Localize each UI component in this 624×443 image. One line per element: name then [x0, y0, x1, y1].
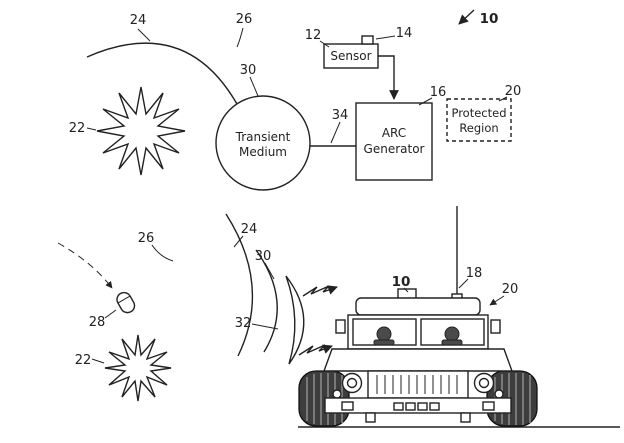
- ref-label-20-bottom: 20: [502, 282, 519, 297]
- arc-generator-box: [355, 102, 433, 181]
- top-figure: 24 26 22 Transient Medium 30 Sensor 12 1…: [69, 9, 522, 191]
- ref-label-10-bottom: 10: [392, 274, 411, 290]
- transient-medium-circle: [215, 95, 311, 191]
- leader-10-bottom: [403, 287, 409, 293]
- ref-label-28: 28: [89, 315, 106, 330]
- grille: [367, 370, 469, 399]
- ref-label-22-bottom: 22: [75, 353, 92, 368]
- ref-label-34: 34: [332, 108, 349, 123]
- leader-22-bottom: [91, 358, 105, 364]
- ref-label-26-top: 26: [236, 12, 253, 27]
- ref-label-16: 16: [430, 85, 447, 100]
- lightning-bolt-lower: [298, 344, 333, 356]
- leader-16: [418, 97, 433, 106]
- protected-region-box: [446, 98, 512, 142]
- sensor-tab: [361, 35, 374, 45]
- leader-26-bottom: [151, 244, 174, 262]
- ref-label-30-bottom: 30: [255, 249, 272, 264]
- turn-signal-left: [332, 389, 342, 399]
- ref-label-10-top: 10: [480, 11, 499, 27]
- leader-30-top: [249, 76, 259, 97]
- grille-slats: [376, 375, 458, 394]
- ref-label-18: 18: [466, 266, 483, 281]
- ref-label-22-top: 22: [69, 121, 86, 136]
- ref-label-14: 14: [396, 26, 413, 41]
- sensor-to-generator-connector: [378, 55, 399, 100]
- leader-18: [458, 278, 469, 289]
- sensor-label: Sensor: [330, 49, 371, 63]
- occupant-left-shoulders: [373, 339, 395, 346]
- figure-10-arrow-top: [458, 9, 475, 25]
- occupant-right-head: [444, 326, 460, 342]
- bottom-figure: 26 24 30 32 28 22: [57, 206, 620, 428]
- bumper-details: [341, 401, 495, 423]
- leader-32: [251, 323, 279, 330]
- leader-34: [330, 121, 341, 144]
- protected-region-label-1: Protected: [451, 106, 506, 120]
- ref-label-26-bottom: 26: [138, 231, 155, 246]
- ref-label-24-bottom: 24: [241, 222, 258, 237]
- ref-label-30-top: 30: [240, 63, 257, 78]
- leader-24-bottom: [233, 235, 244, 248]
- leader-30-bottom: [264, 262, 275, 280]
- ref-label-20-top: 20: [505, 84, 522, 99]
- mirror-left: [335, 319, 346, 334]
- sensor-box: [323, 43, 379, 69]
- leader-14: [375, 35, 396, 40]
- mirror-right: [490, 319, 501, 334]
- leader-12: [319, 40, 330, 48]
- transient-medium-crescent-32: [285, 275, 305, 365]
- leader-28: [104, 309, 117, 319]
- explosion-starburst-bottom: [104, 334, 172, 402]
- leader-20-top: [498, 96, 508, 102]
- arc-generator-label-1: ARC: [382, 126, 406, 140]
- leader-22-top: [86, 127, 97, 131]
- transient-medium-label-2: Medium: [239, 145, 287, 159]
- arc-curve-24-bottom: [225, 213, 254, 357]
- leader-26-top: [236, 27, 244, 48]
- transient-medium-label-1: Transient: [235, 130, 291, 144]
- lightning-bolt-upper: [302, 285, 338, 297]
- hood: [323, 348, 513, 372]
- projectile-trajectory-dashed: [57, 242, 113, 289]
- arc-curve-30-bottom: [255, 249, 278, 353]
- roof: [355, 297, 481, 316]
- occupant-left-head: [376, 326, 392, 342]
- occupant-right-shoulders: [441, 339, 463, 346]
- leader-24-top: [137, 28, 151, 42]
- ref-label-32: 32: [235, 316, 252, 331]
- protected-region-label-2: Region: [459, 121, 498, 135]
- ref-label-24-top: 24: [130, 13, 147, 28]
- turn-signal-right: [494, 389, 504, 399]
- ref-label-12: 12: [305, 28, 322, 43]
- arc-curve-24-top: [86, 42, 238, 105]
- explosion-starburst-top: [96, 86, 186, 176]
- arc-generator-label-2: Generator: [364, 142, 425, 156]
- arrow-20-bottom: [489, 295, 505, 306]
- projectile-28: [116, 291, 136, 314]
- vehicle: [298, 206, 538, 427]
